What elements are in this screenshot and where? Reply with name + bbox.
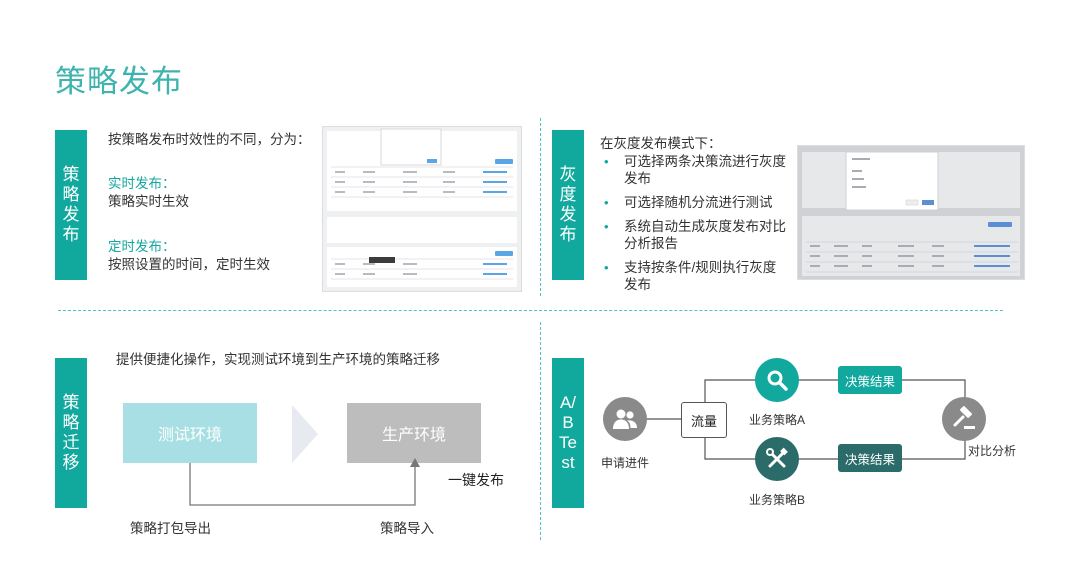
- divider-vertical-top: [540, 118, 541, 296]
- gray-screenshot-graphic: [798, 146, 1024, 279]
- compare-circle: [942, 397, 986, 441]
- strategy-a-circle: [755, 358, 799, 402]
- test-env-box: 测试环境: [123, 403, 257, 463]
- flow-box: 流量: [681, 402, 727, 438]
- migrate-intro: 提供便捷化操作，实现测试环境到生产环境的策略迁移: [116, 352, 440, 367]
- scheduled-desc: 按照设置的时间，定时生效: [108, 257, 270, 272]
- scheduled-title: 定时发布：: [108, 239, 176, 254]
- abtest-flow-lines: [646, 379, 966, 460]
- export-label: 策略打包导出: [130, 521, 211, 536]
- test-env-label: 测试环境: [157, 427, 222, 444]
- gray-feature-item: 可选择两条决策流进行灰度发布: [600, 153, 788, 187]
- gray-intro: 在灰度发布模式下：: [600, 136, 722, 151]
- prod-env-box: 生产环境: [347, 403, 481, 463]
- gray-screenshot: [797, 145, 1025, 280]
- publish-screenshot: [322, 126, 522, 292]
- gray-feature-item: 可选择随机分流进行测试: [600, 194, 788, 211]
- flow-label: 流量: [690, 413, 717, 429]
- strategy-b-label: 业务策略B: [749, 493, 806, 507]
- apply-circle: [603, 397, 647, 441]
- divider-vertical-bottom: [540, 322, 541, 540]
- one-click-publish: 一键发布: [448, 472, 504, 488]
- users-icon: [613, 409, 637, 429]
- result-a-pill: 决策结果: [838, 366, 902, 394]
- gavel-icon: [953, 406, 975, 429]
- gray-feature-list: 可选择两条决策流进行灰度发布 可选择随机分流进行测试 系统自动生成灰度发布对比分…: [600, 153, 788, 300]
- prod-env-label: 生产环境: [381, 427, 446, 444]
- migrate-arrow-chevron: [292, 405, 318, 463]
- publish-intro: 按策略发布时效性的不同，分为：: [108, 132, 311, 147]
- apply-label: 申请进件: [601, 456, 650, 470]
- tab-policy-migrate: 策略迁移: [55, 358, 87, 508]
- import-label: 策略导入: [380, 521, 434, 536]
- publish-screenshot-graphic: [323, 127, 521, 291]
- gray-feature-item: 系统自动生成灰度发布对比分析报告: [600, 218, 788, 252]
- tab-gray-publish: 灰度发布: [552, 130, 584, 280]
- result-a-label: 决策结果: [844, 374, 895, 389]
- page-title: 策略发布: [55, 64, 183, 99]
- result-b-label: 决策结果: [844, 452, 895, 467]
- tab-policy-publish: 策略发布: [55, 130, 87, 280]
- strategy-a-label: 业务策略A: [749, 413, 806, 427]
- tab-abtest: A/BTest: [552, 358, 584, 508]
- compare-label: 对比分析: [968, 444, 1017, 458]
- divider-horizontal: [58, 310, 1003, 311]
- strategy-b-circle: [755, 437, 799, 481]
- tools-icon: [766, 447, 788, 468]
- realtime-title: 实时发布：: [108, 176, 176, 191]
- gray-feature-item: 支持按条件/规则执行灰度发布: [600, 259, 788, 293]
- result-b-pill: 决策结果: [838, 444, 902, 472]
- realtime-desc: 策略实时生效: [108, 194, 189, 209]
- search-icon: [767, 370, 788, 391]
- migrate-connector: [189, 458, 420, 506]
